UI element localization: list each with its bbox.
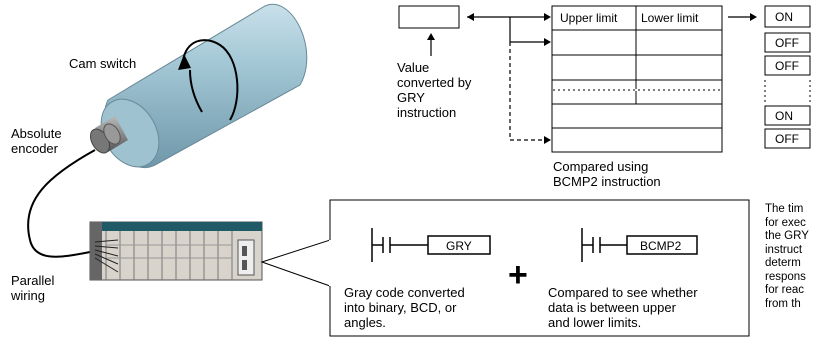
upper-limit-header: Upper limit [560,11,618,25]
compared-using-label: Compared using BCMP2 instruction [553,159,661,189]
timing-note: The tim for exec the GRY instruct determ… [765,203,809,310]
callout-pointer [260,239,331,287]
output-2: OFF [775,36,799,50]
output-5: OFF [775,132,799,146]
gry-ladder [371,228,491,262]
parallel-wiring-cable [27,149,96,258]
instruction-callout-box [329,199,750,337]
lower-limit-header: Lower limit [641,11,699,25]
value-box [398,5,460,29]
rotation-arrow [182,39,239,121]
output-3: OFF [775,59,799,73]
cam-switch-label: Cam switch [69,56,137,71]
comparison-table [551,5,723,153]
plus-sign: + [508,256,528,294]
absolute-encoder-label: Absolute encoder [11,126,62,156]
plc-rack [89,221,263,281]
bcmp-caption: Compared to see whether data is between … [548,285,698,330]
bcmp2-instruction-label: BCMP2 [640,239,682,253]
output-1: ON [775,10,793,24]
cam-switch-cylinder [100,3,308,168]
output-column [764,5,811,149]
absolute-encoder [90,116,128,154]
output-4: ON [775,109,793,123]
value-converted-label: Value converted by GRY instruction [397,60,472,120]
gry-caption: Gray code converted into binary, BCD, or… [344,285,465,330]
bcmp2-ladder [581,228,698,262]
gry-instruction-label: GRY [446,239,472,253]
parallel-wiring-label: Parallel wiring [11,273,55,303]
